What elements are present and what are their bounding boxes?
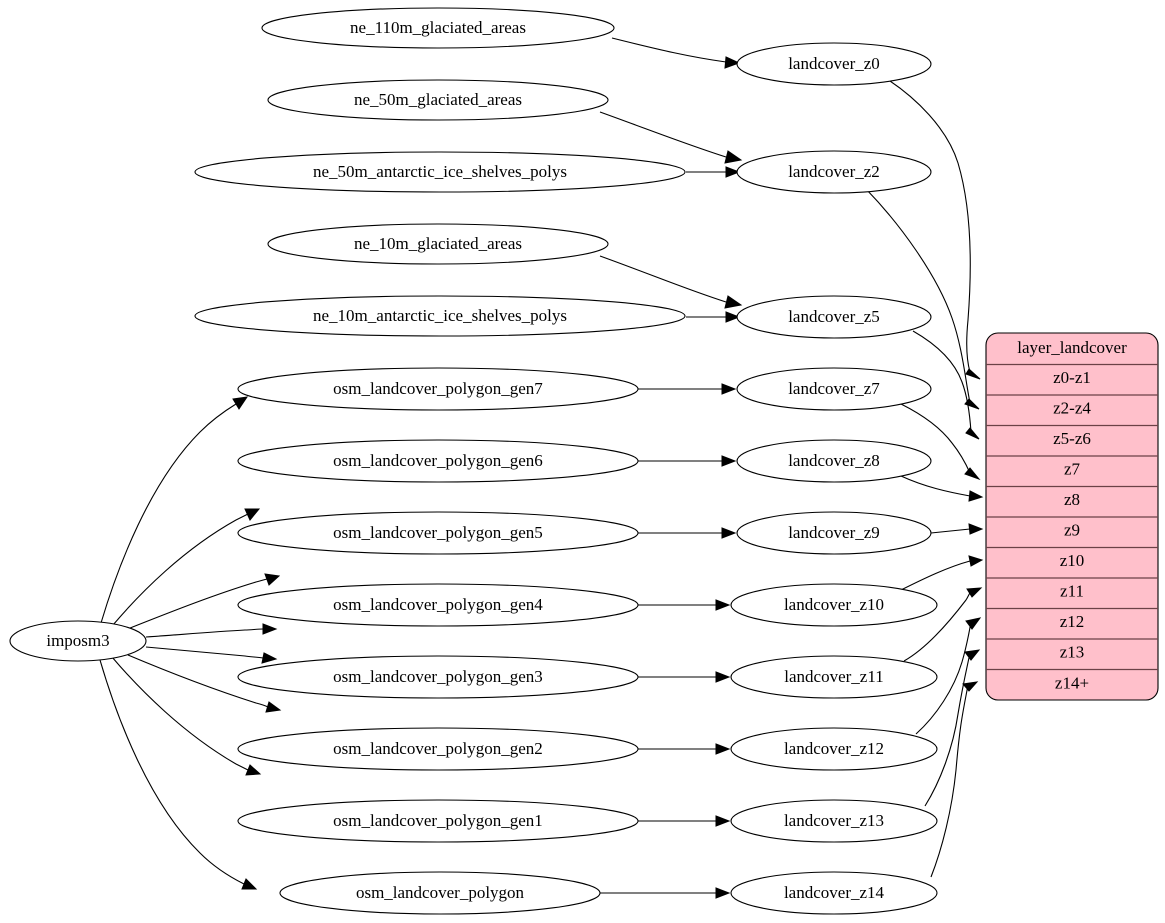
- table-row-z12[interactable]: z12: [1060, 612, 1085, 631]
- node-landcover-z11[interactable]: landcover_z11: [730, 655, 938, 699]
- node-osm-landcover-polygon-gen6-label: osm_landcover_polygon_gen6: [333, 451, 543, 470]
- edge-imposm3-to-gen1: [111, 656, 262, 776]
- table-row-z14-plus[interactable]: z14+: [1055, 673, 1089, 692]
- edge-z10-to-row-z10: [900, 555, 984, 591]
- table-row-z10[interactable]: z10: [1060, 551, 1085, 570]
- node-landcover-z8-label: landcover_z8: [788, 451, 880, 470]
- nodes-layer: imposm3 ne_110m_glaciated_areas ne_50m_g…: [9, 7, 938, 915]
- edge-ne50mantarctic-to-z2: [686, 166, 741, 178]
- edge-gen7-to-z7: [638, 383, 737, 395]
- node-osm-landcover-polygon-gen5-label: osm_landcover_polygon_gen5: [333, 523, 543, 542]
- node-ne-50m-antarctic-ice-shelves-polys[interactable]: ne_50m_antarctic_ice_shelves_polys: [194, 151, 686, 193]
- edge-z11-to-row-z11: [903, 587, 983, 662]
- node-osm-landcover-polygon-gen5[interactable]: osm_landcover_polygon_gen5: [237, 511, 639, 555]
- table-row-z0-z1[interactable]: z0-z1: [1053, 368, 1091, 387]
- edge-imposm3-to-gen5: [129, 573, 281, 629]
- node-ne-10m-antarctic-ice-shelves-polys[interactable]: ne_10m_antarctic_ice_shelves_polys: [194, 295, 686, 337]
- node-landcover-z9[interactable]: landcover_z9: [736, 511, 932, 555]
- node-landcover-z5[interactable]: landcover_z5: [736, 295, 932, 339]
- edge-gen3-to-z11: [638, 671, 731, 683]
- node-imposm3-label: imposm3: [46, 631, 109, 650]
- layer-landcover-table[interactable]: layer_landcover z0-z1 z2-z4 z5-z6 z7 z8 …: [985, 332, 1159, 701]
- node-osm-landcover-polygon-gen6[interactable]: osm_landcover_polygon_gen6: [237, 439, 639, 483]
- node-landcover-z10[interactable]: landcover_z10: [730, 583, 938, 627]
- edge-polygon-to-z14: [600, 887, 731, 899]
- table-row-z7[interactable]: z7: [1064, 459, 1081, 478]
- edge-ne10mglaciated-to-z5: [599, 255, 743, 309]
- node-landcover-z0[interactable]: landcover_z0: [736, 42, 932, 86]
- edge-gen6-to-z8: [638, 455, 737, 467]
- node-landcover-z2[interactable]: landcover_z2: [736, 150, 932, 194]
- table-row-z13[interactable]: z13: [1060, 642, 1085, 661]
- node-landcover-z12-label: landcover_z12: [784, 739, 884, 758]
- node-landcover-z0-label: landcover_z0: [788, 54, 880, 73]
- edge-imposm3-to-gen7: [100, 396, 249, 624]
- edge-z12-to-row-z12: [915, 617, 982, 735]
- edge-z5-to-row-z5z6: [912, 330, 980, 440]
- edge-z14-to-row-z14plus: [930, 681, 979, 878]
- edge-ne50mglaciated-to-z2: [599, 111, 743, 164]
- edge-z7-to-row-z7: [900, 403, 981, 481]
- edge-z0-to-row-z0z1: [886, 78, 981, 380]
- layer-table-title: layer_landcover: [1017, 338, 1127, 357]
- node-ne-10m-glaciated-areas-label: ne_10m_glaciated_areas: [354, 234, 522, 253]
- node-landcover-z14-label: landcover_z14: [784, 883, 885, 902]
- edge-ne110m-to-z0: [611, 37, 741, 69]
- node-landcover-z14[interactable]: landcover_z14: [730, 871, 938, 915]
- edge-gen4-to-z10: [638, 599, 731, 611]
- node-osm-landcover-polygon[interactable]: osm_landcover_polygon: [279, 871, 601, 915]
- edge-imposm3-to-polygon: [99, 659, 258, 890]
- table-row-z8[interactable]: z8: [1064, 490, 1080, 509]
- node-ne-50m-glaciated-areas-label: ne_50m_glaciated_areas: [354, 90, 522, 109]
- node-osm-landcover-polygon-gen2[interactable]: osm_landcover_polygon_gen2: [237, 727, 639, 771]
- node-ne-10m-glaciated-areas[interactable]: ne_10m_glaciated_areas: [267, 223, 609, 265]
- node-osm-landcover-polygon-gen1-label: osm_landcover_polygon_gen1: [333, 811, 543, 830]
- node-ne-10m-antarctic-ice-shelves-polys-label: ne_10m_antarctic_ice_shelves_polys: [313, 306, 567, 325]
- edge-ne10mantarctic-to-z5: [686, 311, 741, 323]
- edge-z8-to-row-z8: [900, 475, 984, 502]
- table-row-z9[interactable]: z9: [1064, 520, 1080, 539]
- node-landcover-z12[interactable]: landcover_z12: [730, 727, 938, 771]
- node-landcover-z13[interactable]: landcover_z13: [730, 799, 938, 843]
- node-landcover-z11-label: landcover_z11: [784, 667, 883, 686]
- node-landcover-z7[interactable]: landcover_z7: [736, 367, 932, 411]
- node-osm-landcover-polygon-gen7-label: osm_landcover_polygon_gen7: [333, 379, 543, 398]
- node-osm-landcover-polygon-label: osm_landcover_polygon: [356, 883, 525, 902]
- node-osm-landcover-polygon-gen7[interactable]: osm_landcover_polygon_gen7: [237, 367, 639, 411]
- node-osm-landcover-polygon-gen3-label: osm_landcover_polygon_gen3: [333, 667, 543, 686]
- node-ne-110m-glaciated-areas-label: ne_110m_glaciated_areas: [350, 18, 526, 37]
- table-row-z2-z4[interactable]: z2-z4: [1053, 398, 1091, 417]
- edge-z9-to-row-z9: [930, 523, 984, 535]
- edge-gen2-to-z12: [638, 743, 731, 755]
- edge-imposm3-to-gen6: [112, 508, 261, 626]
- edge-gen5-to-z9: [638, 527, 737, 539]
- edge-imposm3-to-gen4: [145, 623, 278, 638]
- node-landcover-z9-label: landcover_z9: [788, 523, 880, 542]
- node-imposm3[interactable]: imposm3: [9, 620, 147, 662]
- node-landcover-z7-label: landcover_z7: [788, 379, 880, 398]
- node-osm-landcover-polygon-gen1[interactable]: osm_landcover_polygon_gen1: [237, 799, 639, 843]
- edge-imposm3-to-gen2: [127, 654, 282, 713]
- edges-layer: [99, 37, 984, 899]
- node-osm-landcover-polygon-gen2-label: osm_landcover_polygon_gen2: [333, 739, 543, 758]
- node-osm-landcover-polygon-gen3[interactable]: osm_landcover_polygon_gen3: [237, 655, 639, 699]
- node-ne-50m-glaciated-areas[interactable]: ne_50m_glaciated_areas: [267, 79, 609, 121]
- node-ne-110m-glaciated-areas[interactable]: ne_110m_glaciated_areas: [261, 7, 615, 49]
- edge-z13-to-row-z13: [924, 649, 981, 807]
- node-ne-50m-antarctic-ice-shelves-polys-label: ne_50m_antarctic_ice_shelves_polys: [313, 162, 567, 181]
- table-row-z5-z6[interactable]: z5-z6: [1053, 429, 1091, 448]
- node-osm-landcover-polygon-gen4[interactable]: osm_landcover_polygon_gen4: [237, 583, 639, 627]
- node-landcover-z8[interactable]: landcover_z8: [736, 439, 932, 483]
- table-row-z11[interactable]: z11: [1060, 581, 1084, 600]
- edge-imposm3-to-gen3: [145, 646, 278, 664]
- node-landcover-z13-label: landcover_z13: [784, 811, 884, 830]
- node-landcover-z2-label: landcover_z2: [788, 162, 880, 181]
- node-osm-landcover-polygon-gen4-label: osm_landcover_polygon_gen4: [333, 595, 543, 614]
- edge-gen1-to-z13: [638, 815, 731, 827]
- node-landcover-z5-label: landcover_z5: [788, 307, 880, 326]
- node-landcover-z10-label: landcover_z10: [784, 595, 884, 614]
